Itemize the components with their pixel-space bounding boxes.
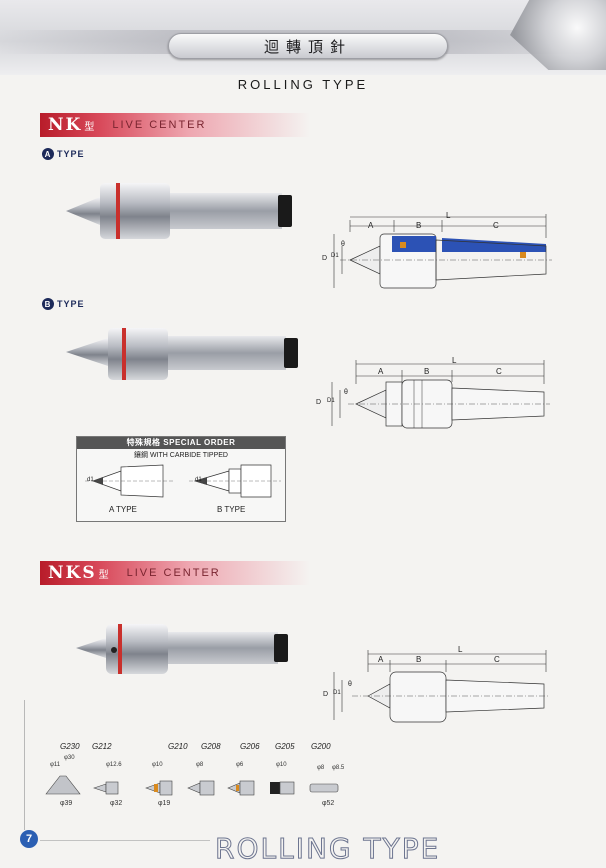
badge-a: A	[42, 148, 54, 160]
nks-product-image	[76, 624, 288, 674]
tip-g206	[227, 780, 255, 796]
tip-g210	[145, 780, 173, 796]
nk-b-type-drawing	[331, 360, 550, 429]
dim-d1: D1	[331, 253, 339, 259]
special-b-label: B TYPE	[217, 505, 246, 514]
nk-a-type-label: A TYPE	[42, 148, 85, 160]
tip-code-g200: G200	[311, 742, 331, 751]
tip-code-g205: G205	[275, 742, 295, 751]
nks-dim-theta: θ	[348, 681, 352, 688]
special-order-header: 特殊規格 SPECIAL ORDER	[77, 437, 285, 449]
dim-b-d1: D1	[327, 398, 335, 404]
tip-g200-base: φ52	[322, 800, 335, 807]
tip-g212-base: φ32	[110, 800, 123, 807]
nk-type-char: 型	[84, 121, 95, 133]
dim-b-d: D	[316, 399, 322, 406]
dim-d: D	[322, 255, 328, 262]
nks-dim-c: C	[494, 655, 500, 664]
dim-b-l: L	[452, 356, 457, 365]
dim-b-a: A	[378, 367, 384, 376]
tip-g210-dim1: φ10	[152, 762, 163, 768]
dim-l: L	[446, 211, 451, 220]
tip-g208-dim1: φ8	[196, 762, 204, 768]
nks-label: LIVE CENTER	[126, 567, 221, 579]
tip-g212	[93, 781, 119, 795]
tip-g230-dim1: φ11	[50, 762, 61, 768]
nks-section-banner: NKS 型 LIVE CENTER	[40, 561, 310, 585]
footer-rule	[40, 840, 210, 841]
nks-dim-b: B	[416, 655, 422, 664]
dim-theta: θ	[341, 241, 345, 248]
special-order-box: 特殊規格 SPECIAL ORDER 鑲鋼 WITH CARBIDE TIPPE…	[76, 436, 286, 522]
nks-dim-d: D	[323, 691, 329, 698]
tip-code-g212: G212	[92, 742, 112, 751]
dim-b-b: B	[424, 367, 430, 376]
tip-g206-dim1: φ6	[236, 762, 244, 768]
dim-b-c: C	[496, 367, 502, 376]
nk-a-type-drawing	[333, 214, 552, 289]
special-order-sub: 鑲鋼 WITH CARBIDE TIPPED	[134, 452, 228, 459]
special-a-label: A TYPE	[109, 505, 137, 514]
page-title: 迴轉頂針	[168, 33, 448, 59]
tip-code-g210: G210	[168, 742, 188, 751]
tips-drawing	[45, 775, 339, 796]
tip-code-g230: G230	[60, 742, 80, 751]
tip-g205-dim1: φ10	[276, 762, 287, 768]
nks-type-char: 型	[98, 569, 109, 581]
tip-g212-dim1: φ12.6	[106, 762, 122, 768]
special-b-drawing	[189, 464, 281, 498]
tip-g200-dim2: φ8.5	[332, 765, 345, 771]
nks-dim-l: L	[458, 645, 463, 654]
tip-g230-dim2: φ30	[64, 755, 75, 761]
tip-g210-base: φ19	[158, 800, 171, 807]
nk-code: NK	[48, 115, 83, 135]
nk-section-banner: NK 型 LIVE CENTER	[40, 113, 310, 137]
tip-g205	[270, 781, 295, 795]
tip-code-g208: G208	[201, 742, 221, 751]
footer-title: ROLLING TYPE	[214, 832, 441, 866]
tip-g200	[309, 783, 339, 793]
nks-dim-a: A	[378, 655, 384, 664]
dim-b: B	[416, 221, 422, 230]
nks-dim-d1: D1	[333, 690, 341, 696]
tip-g208	[187, 780, 215, 796]
nk-a-type-product-image	[66, 183, 292, 239]
tip-g230-base: φ39	[60, 800, 73, 807]
dim-a: A	[368, 221, 374, 230]
nk-label: LIVE CENTER	[112, 119, 207, 131]
badge-b: B	[42, 298, 54, 310]
page-number: 7	[20, 830, 38, 848]
tip-g200-dim1: φ8	[317, 765, 325, 771]
tip-g230	[45, 775, 81, 795]
dim-c: C	[493, 221, 499, 230]
dim-b-theta: θ	[344, 389, 348, 396]
special-a-d1: d1	[87, 477, 94, 483]
nks-drawing	[333, 650, 550, 723]
nk-b-type-label: B TYPE	[42, 298, 85, 310]
left-margin-rule	[24, 700, 25, 830]
special-b-d1: d1	[195, 477, 202, 483]
nks-code: NKS	[48, 563, 97, 583]
special-a-drawing	[85, 464, 175, 498]
nk-b-type-product-image	[66, 328, 298, 380]
tip-code-g206: G206	[240, 742, 260, 751]
page-subtitle: ROLLING TYPE	[237, 77, 369, 92]
